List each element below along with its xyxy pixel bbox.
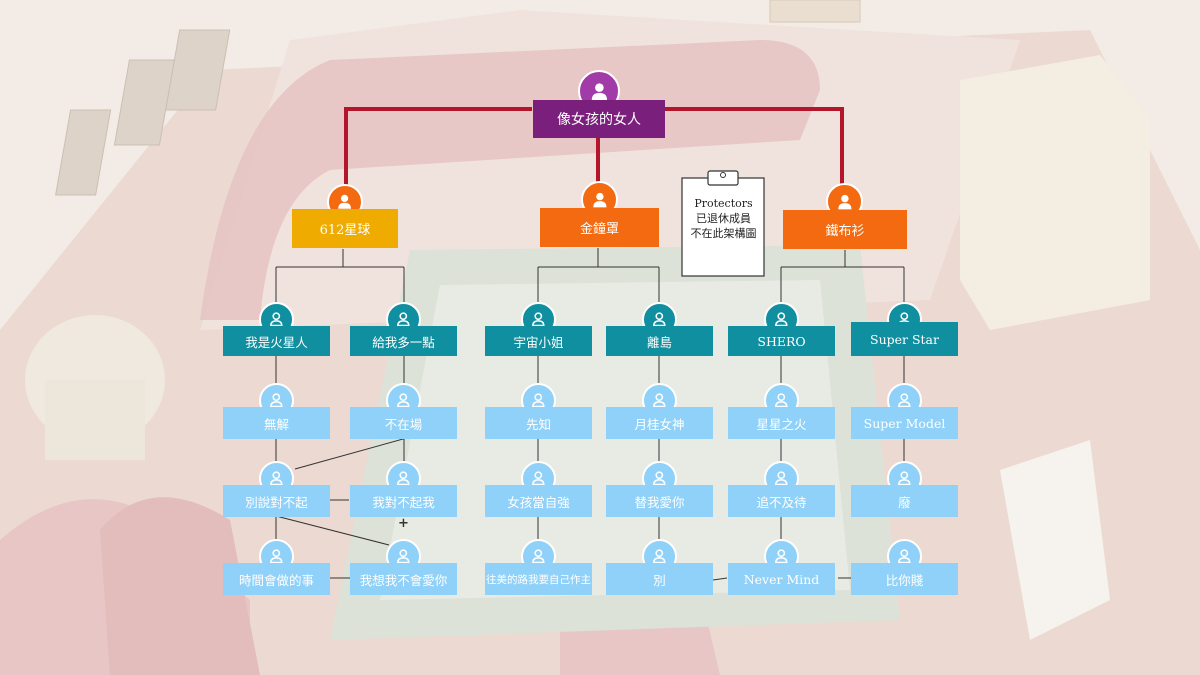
song-node[interactable]: 我對不起我 (350, 461, 457, 517)
tree-line (712, 577, 728, 581)
song-label: 廢 (851, 485, 958, 517)
plus-sign: + (398, 516, 409, 531)
note-line: 已退休成員 (696, 212, 751, 225)
song-node[interactable]: 時間會做的事 (223, 539, 330, 595)
song-label: 我想我不會愛你 (350, 563, 457, 595)
song-node[interactable]: 星星之火 (728, 383, 835, 439)
song-label: 女孩當自強 (485, 485, 592, 517)
song-label: 別 (606, 563, 713, 595)
song-label: Super Model (851, 407, 958, 439)
song-node[interactable]: 別 (606, 539, 713, 595)
root-node[interactable]: 像女孩的女人 (533, 70, 665, 138)
song-node[interactable]: 追不及待 (728, 461, 835, 517)
song-node[interactable]: 我想我不會愛你 (350, 539, 457, 595)
song-label: 替我愛你 (606, 485, 713, 517)
song-node[interactable]: 月桂女神 (606, 383, 713, 439)
member-node[interactable]: SHERO (728, 302, 835, 356)
note-line: Protectors (694, 197, 753, 210)
group-node[interactable]: 鐵布衫 (783, 183, 907, 249)
song-label: 我對不起我 (350, 485, 457, 517)
song-node[interactable]: Super Model (851, 383, 958, 439)
song-label: Never Mind (728, 563, 835, 595)
song-label: 不在場 (350, 407, 457, 439)
member-label: Super Star (851, 322, 958, 356)
group-label: 612星球 (292, 209, 398, 248)
member-node[interactable]: 宇宙小姐 (485, 302, 592, 356)
member-node[interactable]: 我是火星人 (223, 302, 330, 356)
clipboard-icon (681, 170, 765, 277)
song-label: 別說對不起 (223, 485, 330, 517)
song-label: 時間會做的事 (223, 563, 330, 595)
clipboard-note: Protectors 已退休成員 不在此架構圖 (680, 196, 767, 241)
song-node[interactable]: 先知 (485, 383, 592, 439)
song-label: 星星之火 (728, 407, 835, 439)
song-node[interactable]: 比你賤 (851, 539, 958, 595)
song-label: 比你賤 (851, 563, 958, 595)
root-label: 像女孩的女人 (533, 100, 665, 138)
member-label: 我是火星人 (223, 326, 330, 356)
member-label: SHERO (728, 326, 835, 356)
song-node[interactable]: 廢 (851, 461, 958, 517)
song-label: 追不及待 (728, 485, 835, 517)
song-node[interactable]: 往美的路我要自己作主 (485, 539, 592, 595)
tree-line (275, 515, 390, 546)
song-node[interactable]: 不在場 (350, 383, 457, 439)
song-node[interactable]: 女孩當自強 (485, 461, 592, 517)
song-label: 無解 (223, 407, 330, 439)
group-node[interactable]: 金鐘罩 (540, 181, 659, 247)
member-label: 宇宙小姐 (485, 326, 592, 356)
group-label: 金鐘罩 (540, 208, 659, 247)
song-node[interactable]: 無解 (223, 383, 330, 439)
member-label: 給我多一點 (350, 326, 457, 356)
song-node[interactable]: 替我愛你 (606, 461, 713, 517)
group-label: 鐵布衫 (783, 210, 907, 249)
song-node[interactable]: Never Mind (728, 539, 835, 595)
song-node[interactable]: 別說對不起 (223, 461, 330, 517)
note-line: 不在此架構圖 (690, 227, 757, 240)
group-node[interactable]: 612星球 (292, 184, 398, 248)
song-label: 先知 (485, 407, 592, 439)
member-node[interactable]: Super Star (851, 302, 958, 356)
member-label: 離島 (606, 326, 713, 356)
song-label: 月桂女神 (606, 407, 713, 439)
song-label: 往美的路我要自己作主 (485, 563, 592, 595)
member-node[interactable]: 離島 (606, 302, 713, 356)
member-node[interactable]: 給我多一點 (350, 302, 457, 356)
